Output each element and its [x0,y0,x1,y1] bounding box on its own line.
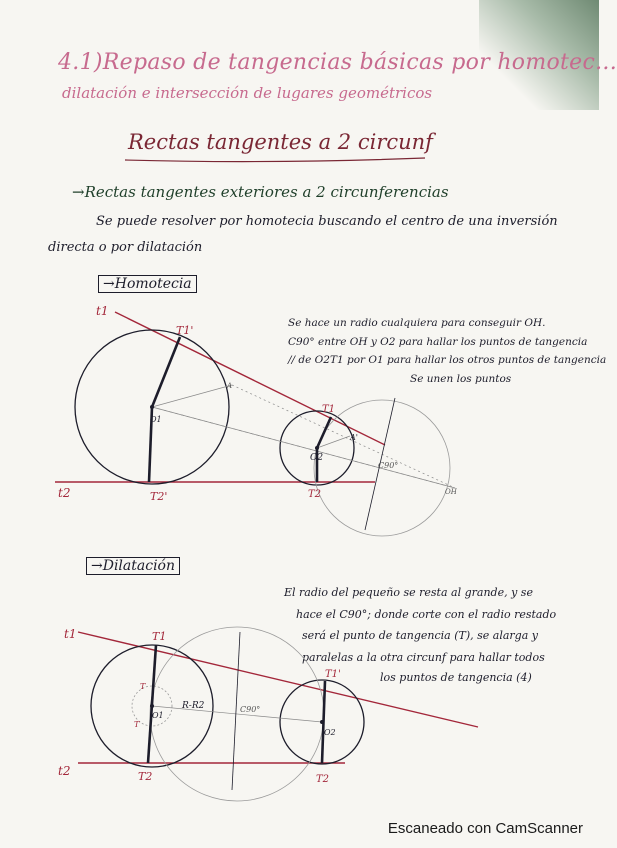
dil-label-T2: T2 [138,770,152,783]
section-heading: →Rectas tangentes exteriores a 2 circunf… [72,183,449,201]
dil-label-T-low: T [134,720,140,729]
label-A: A [226,382,232,390]
label-T1: T1 [322,404,335,415]
dil-bisector [231,631,241,791]
radius-T1p [150,336,182,408]
scanner-watermark: Escaneado con CamScanner [387,820,583,837]
label-O1: O1 [150,415,162,424]
dilatacion-note-4: paralelas a la otra circunf para hallar … [302,651,545,664]
label-T2: T2 [308,489,321,500]
dil-label-T1: T1 [152,630,166,643]
label-t1: t1 [96,304,108,318]
page-title: 4.1)Repaso de tangencias básicas por hom… [58,50,617,75]
dilatacion-note-1: El radio del pequeño se resta al grande,… [284,586,533,599]
label-T2p: T2' [150,490,167,503]
dil-label-T1p: T1' [325,669,341,680]
dil-large-circle [90,644,214,768]
radius-A [151,384,233,408]
dilatacion-diagram: t1 t2 T1 T2 T1' T2 O1 O2 R-R2 C90° T T [58,626,479,802]
scanned-page: 4.1)Repaso de tangencias básicas por hom… [48,0,617,837]
homotecia-note-3: // de O2T1 por O1 para hallar los otros … [288,354,607,366]
dil-center-line [151,705,323,723]
label-t2: t2 [58,486,70,500]
dil-label-R2: R-R2 [181,701,205,711]
dil-small-circle [279,679,365,765]
label-OH: OH [445,488,458,496]
page-title-line2: dilatación e intersección de lugares geo… [62,84,433,102]
tangent-line-t1 [114,311,386,446]
scan-shadow [479,0,599,110]
dil-tangent-t1 [77,631,479,728]
intro-line-2: directa o por dilatación [48,240,203,255]
dil-label-t2: t2 [58,764,70,778]
dil-label-T2p: T2 [316,774,329,785]
label-T1p: T1' [176,324,193,337]
large-circle [74,329,230,485]
dilatacion-note-5: los puntos de tangencia (4) [380,671,532,684]
dilatacion-label: →Dilatación [86,557,180,575]
perpendicular-bisector [364,397,396,531]
label-C90: C90° [378,461,398,470]
radius-Ap [316,435,351,449]
dil-label-O1: O1 [152,711,164,720]
dil-center-O2 [320,720,324,724]
center-O2 [315,446,319,450]
radius-T1 [315,416,333,449]
dilatacion-note-3: será el punto de tangencia (T), se alarg… [302,629,538,642]
dil-center-O1 [150,704,154,708]
dilatacion-note-2: hace el C90°; donde corte con el radio r… [296,608,557,621]
dilatacion-heading: →Dilatación [86,557,180,575]
homothety-ray [231,384,456,489]
dil-label-T-up: T [140,682,146,691]
homotecia-label: →Homotecia [98,275,197,293]
c90-arc [313,399,451,537]
intro-line-1: Se puede resolver por homotecia buscando… [96,214,558,229]
radius-T2p [147,406,154,483]
dil-label-C90: C90° [240,705,260,714]
center-O1 [150,405,154,409]
dil-label-t1: t1 [64,627,76,641]
center-line-dashed [151,406,456,489]
homotecia-heading: →Homotecia [98,275,197,293]
homotecia-diagram: t1 t2 T1' T2' O1 T1 O2 T2 A A' C90° OH [55,304,458,537]
small-circle [279,410,355,486]
label-Ap: A' [349,433,358,442]
dil-label-O2: O2 [324,728,336,737]
subtitle-underline [124,157,426,163]
homotecia-note-4: Se unen los puntos [410,373,512,385]
homotecia-note-1: Se hace un radio cualquiera para consegu… [288,317,546,329]
label-O2: O2 [310,453,323,463]
homotecia-note-2: C90° entre OH y O2 para hallar los punto… [288,336,588,348]
geometry-drawings: t1 t2 T1' T2' O1 T1 O2 T2 A A' C90° OH [55,157,479,802]
subtitle: Rectas tangentes a 2 circunf [128,130,433,154]
